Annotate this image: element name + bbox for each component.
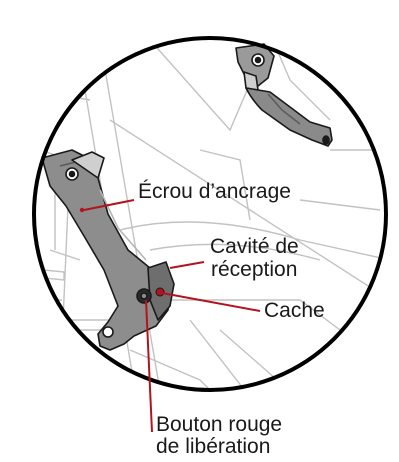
leader-receiving-cavity xyxy=(170,262,204,268)
leader-cover xyxy=(162,293,260,311)
label-receiving-cavity-line2: réception xyxy=(211,259,297,281)
label-receiving-cavity-line1: Cavité de xyxy=(210,236,299,258)
label-release-button-line2: de libération xyxy=(156,436,270,458)
label-anchor-nut: Écrou d’ancrage xyxy=(138,181,291,203)
label-release-button-line1: Bouton rouge xyxy=(156,414,282,436)
upper-latch-part xyxy=(236,44,332,146)
label-cover: Cache xyxy=(264,300,325,322)
